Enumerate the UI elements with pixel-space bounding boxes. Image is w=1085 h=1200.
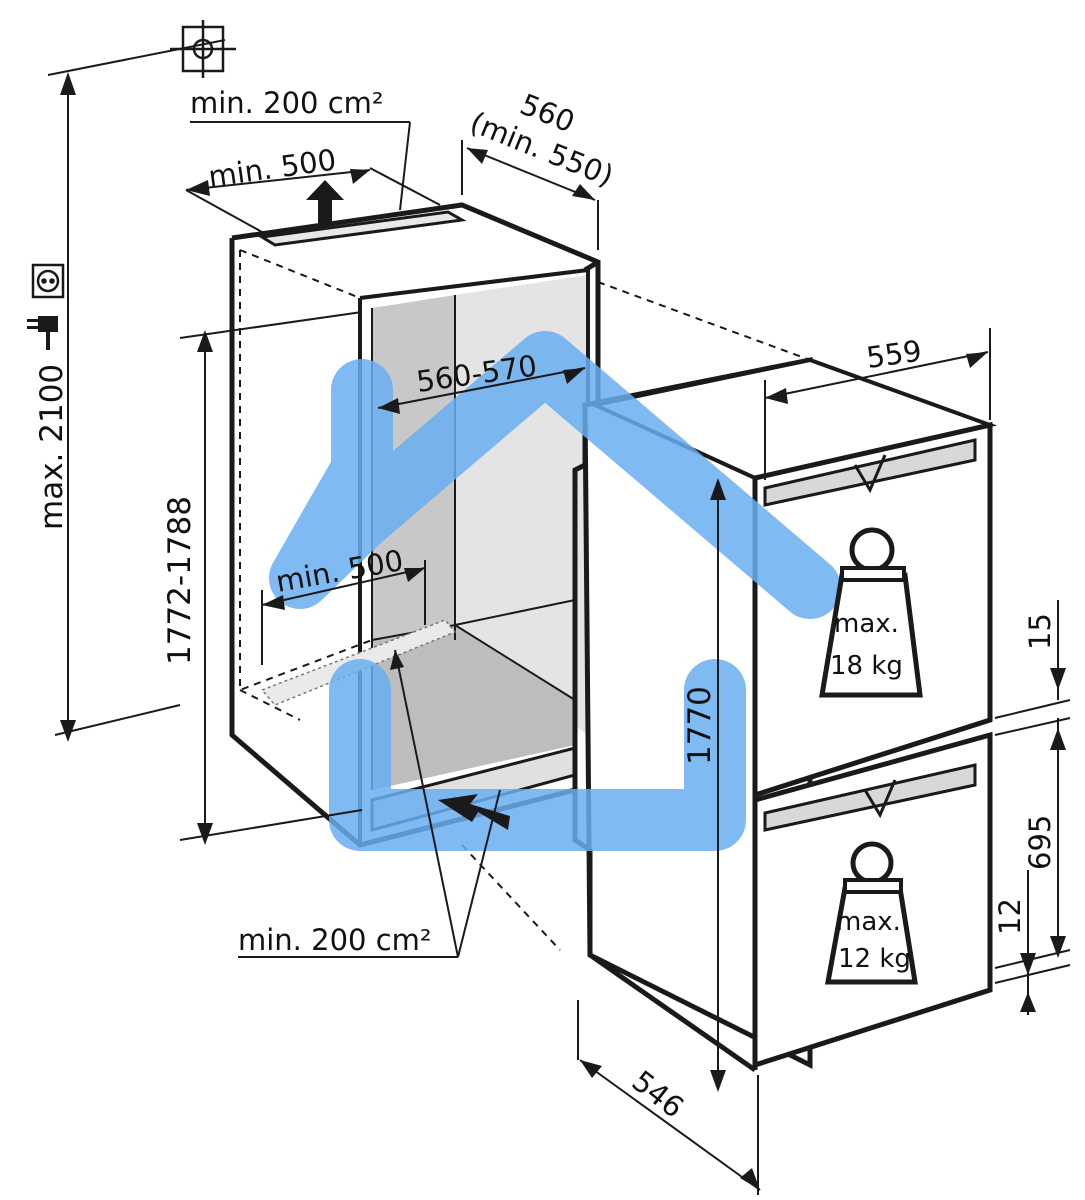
weight-top-max: max.: [834, 609, 899, 639]
weight-bottom-value: 12 kg: [838, 944, 911, 974]
airflow-overlay: [269, 331, 841, 851]
vent-top-area-label: min. 200 cm²: [190, 86, 384, 120]
appliance-width-label: 559: [864, 334, 924, 375]
weight-labels: max. 18 kg max. 12 kg: [830, 609, 911, 974]
weight-icon: [819, 527, 923, 698]
weight-top-value: 18 kg: [830, 651, 903, 681]
intake-arrow: [438, 794, 510, 830]
arrowheads: [60, 72, 1066, 1190]
handle-clips: [853, 454, 897, 819]
airflow-path-bottom: [329, 659, 746, 851]
cavity-floor: [372, 625, 575, 790]
hidden-edges: [239, 249, 811, 951]
appliance-height-label: 1770: [682, 686, 718, 765]
max-height-label: max. 2100: [34, 364, 70, 530]
upper-drawer-handle: [763, 438, 977, 507]
airflow-path-top: [269, 331, 841, 619]
appliance-depth-label: 546: [626, 1064, 691, 1125]
dimension-lines: [47, 39, 1071, 1195]
drawer-height-label: 695: [1023, 815, 1057, 870]
exhaust-arrow: [306, 180, 344, 225]
weight-bottom-max: max.: [836, 907, 901, 937]
power-socket-icon: [31, 263, 65, 299]
top-vent-slot: [257, 210, 467, 247]
weight-icon: [825, 841, 918, 985]
vent-bottom-area-label: min. 200 cm²: [238, 923, 432, 957]
airflow-arrows: [306, 180, 510, 830]
gap-bottom-label: 12: [993, 898, 1027, 935]
gap-top-label: 15: [1023, 613, 1057, 650]
power-plug-icon: [27, 316, 58, 350]
earth-ground-icon: [170, 20, 236, 78]
top-depth-label: min. 500: [206, 142, 338, 194]
niche-height-label: 1772-1788: [162, 496, 198, 665]
